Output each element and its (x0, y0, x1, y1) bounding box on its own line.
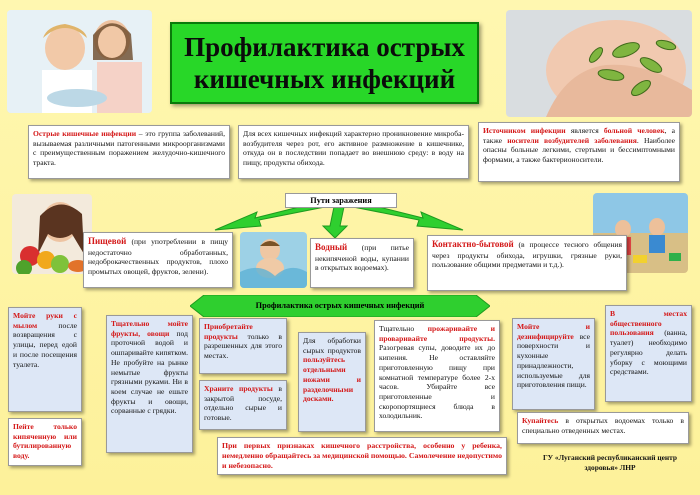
cook-head: прожаривайте и проваривайте продукты. (379, 324, 495, 343)
store-products-box: Храните продукты в закрытой посуде, отде… (199, 380, 287, 430)
public-places-head: В местах общественного пользования (610, 309, 687, 338)
source-text-2: , а также (483, 126, 676, 145)
public-places-text: (ванна, туалет) необходимо регулярно дел… (610, 328, 687, 377)
source-patient: больной человек (603, 126, 665, 135)
routes-label: Пути заражения (310, 196, 372, 205)
transmission-mechanism-box: Для всех кишечных инфекций характерно пр… (238, 125, 469, 179)
woman-with-vegetables-photo (12, 194, 92, 274)
buy-products-box: Приобретайте продукты только в разрешенн… (199, 318, 287, 374)
cook-text-2: Разогревая супы, доводите их до кипения.… (379, 343, 495, 421)
wash-produce-box: Тщательно мойте фрукты, овощи под проточ… (106, 315, 193, 453)
public-places-box: В местах общественного пользования (ванн… (605, 305, 692, 402)
swim-box: Купайтесь в открытых водоемах только в с… (517, 412, 689, 444)
source-text-1: является (565, 126, 604, 135)
separate-knives-head: пользуйтесь отдельными ножами и разделоч… (303, 355, 361, 404)
mother-child-handwash-photo (7, 10, 152, 113)
route-contact-box: Контактно-бытовой (в процессе тесного об… (427, 235, 627, 291)
cook-thoroughly-box: Тщательно прожаривайте и проваривайте пр… (374, 320, 500, 432)
routes-label-box: Пути заражения (285, 193, 397, 208)
route-water-text: (при питье некипяченой воды, купании в о… (315, 243, 409, 273)
title-text: Профилактика острых кишечных инфекций (184, 31, 465, 94)
prevention-banner (190, 295, 490, 317)
publisher-caption: ГУ «Луганский республиканский центр здор… (542, 453, 678, 472)
infection-source-box: Источником инфекции является больной чел… (478, 122, 680, 182)
source-term: Источником инфекции (483, 126, 566, 135)
seek-medical-help-text: При первых признаках кишечного расстройс… (222, 441, 502, 470)
store-products-text: в закрытой посуде, отдельно сырые и гото… (204, 384, 282, 423)
disinfect-box: Мойте и дезинфицируйте все поверхности и… (512, 318, 595, 410)
infection-definition-box: Острые кишечные инфекции – это группа за… (28, 125, 230, 179)
cook-text-1: Тщательно (379, 324, 428, 333)
prevention-label: Профилактика острых кишечных инфекций (255, 301, 425, 310)
definition-text: – это группа заболеваний, вызываемая раз… (33, 129, 225, 168)
buy-products-text: только в разрешенных для этого местах. (204, 331, 282, 361)
drink-water-box: Пейте только кипяченную или бутилированн… (8, 418, 82, 466)
disinfect-head: Мойте и дезинфицируйте (517, 322, 590, 341)
wash-hands-head: Мойте руки с мылом (13, 311, 77, 330)
disinfect-text: все поверхности и кухонные принадлежност… (517, 331, 590, 390)
route-food-text: (при употреблении в пищу недостаточно об… (88, 237, 228, 276)
route-contact-head: Контактно-бытовой (432, 239, 514, 249)
swim-head: Купайтесь (522, 416, 559, 425)
stomach-bacteria-photo (506, 10, 692, 117)
route-food-box: Пищевой (при употреблении в пищу недоста… (83, 232, 233, 288)
buy-products-head: Приобретайте продукты (204, 322, 253, 341)
separate-knives-box: Для обработки сырых продуктов пользуйтес… (298, 332, 366, 432)
definition-term: Острые кишечные инфекции (33, 129, 137, 138)
wash-hands-text: после возвращения с улицы, перед едой и … (13, 320, 77, 369)
route-contact-text: (в процессе тесного общения через продук… (432, 240, 622, 270)
mechanism-text: Для всех кишечных инфекций характерно пр… (243, 129, 464, 168)
wash-produce-head: Тщательно мойте фрукты, овощи (111, 319, 188, 338)
wash-produce-text: под проточной водой и ошпаривайте кипятк… (111, 328, 188, 416)
source-text-3: . Наиболее опасны больные легкими, стерт… (483, 135, 676, 165)
wash-hands-box: Мойте руки с мылом после возвращения с у… (8, 307, 82, 412)
drink-water-text: Пейте только кипяченную или бутилированн… (13, 422, 77, 461)
seek-medical-help-box: При первых признаках кишечного расстройс… (217, 437, 507, 475)
swim-text: в открытых водоемах только в специально … (522, 416, 684, 435)
store-products-head: Храните продукты (204, 384, 273, 393)
route-water-head: Водный (315, 242, 348, 252)
route-food-head: Пищевой (88, 236, 127, 246)
separate-knives-text: Для обработки сырых продуктов (303, 336, 361, 355)
source-carriers: носители возбудителей заболевания (507, 135, 637, 145)
route-water-box: Водный (при питье некипяченой воды, купа… (310, 238, 414, 288)
child-water-photo (240, 232, 307, 288)
poster-title: Профилактика острых кишечных инфекций (170, 22, 479, 104)
